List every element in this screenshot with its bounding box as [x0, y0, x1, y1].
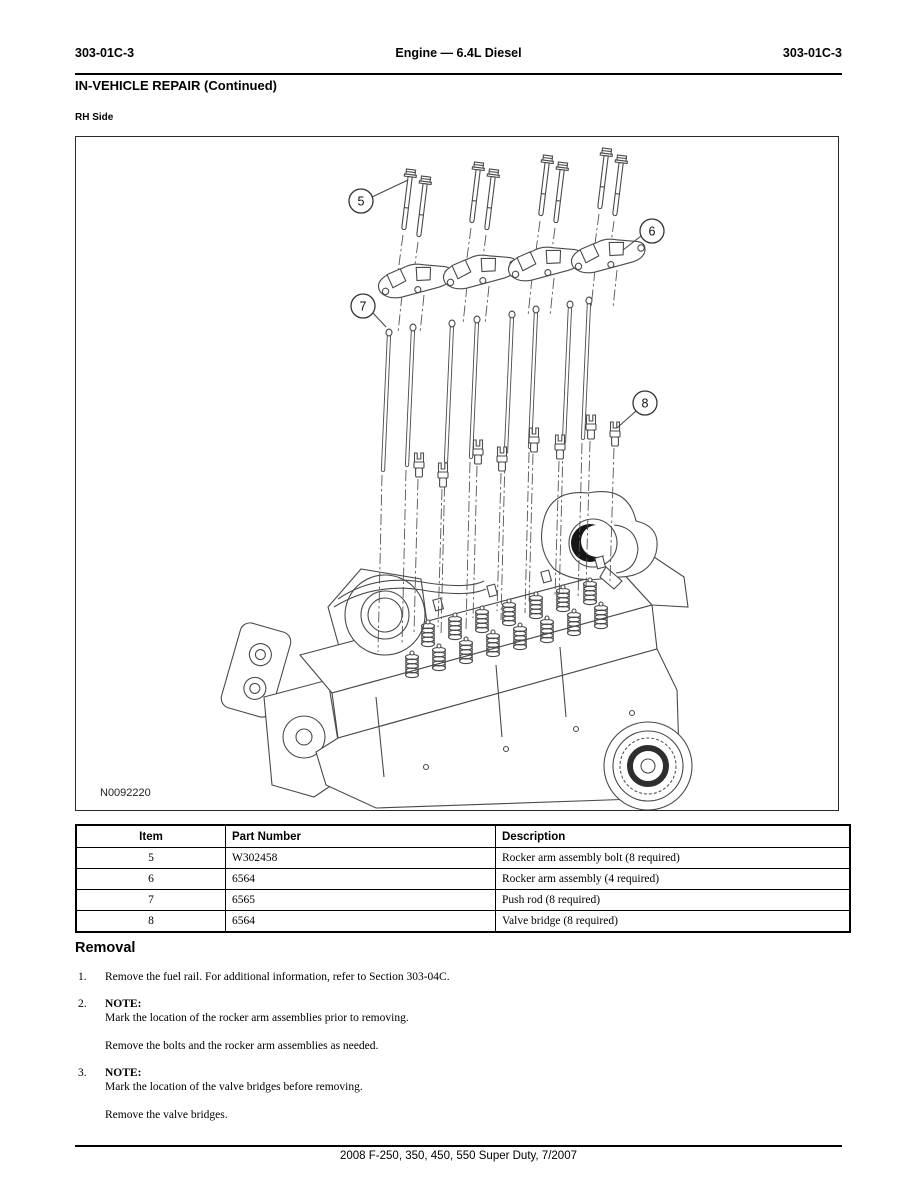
footer-rule	[75, 1145, 842, 1147]
table-row: 8 6564 Valve bridge (8 required)	[75, 910, 851, 933]
header-title: Engine — 6.4L Diesel	[395, 46, 522, 60]
callout-5-label: 5	[358, 195, 365, 209]
removal-step-2: 2. NOTE: Mark the location of the rocker…	[75, 997, 842, 1053]
cell-description: Valve bridge (8 required)	[495, 910, 851, 933]
step-text: Mark the location of the rocker arm asse…	[105, 1012, 409, 1024]
step-text: Mark the location of the valve bridges b…	[105, 1081, 363, 1093]
step-number: 3.	[78, 1067, 87, 1079]
cell-part-number: 6564	[225, 910, 496, 933]
callout-8: 8	[616, 390, 658, 429]
figure-caption: RH Side	[75, 112, 114, 123]
cell-item: 6	[75, 868, 226, 890]
col-header-item: Item	[75, 824, 226, 848]
step-text: Remove the bolts and the rocker arm asse…	[105, 1040, 379, 1052]
cell-part-number: 6565	[225, 889, 496, 911]
rocker-arm-assemblies	[374, 231, 649, 302]
step-text: Remove the valve bridges.	[105, 1109, 228, 1121]
page-header: 303-01C-3 Engine — 6.4L Diesel 303-01C-3	[75, 46, 842, 60]
step-number: 2.	[78, 998, 87, 1010]
figure-id-label: N0092220	[100, 787, 151, 799]
header-rule	[75, 73, 842, 75]
callout-7: 7	[350, 293, 387, 328]
cell-item: 8	[75, 910, 226, 933]
callout-6-label: 6	[649, 225, 656, 239]
figure-box: 5 6 7 8 N0092220	[75, 136, 839, 811]
parts-table: Item Part Number Description 5 W302458 R…	[75, 824, 851, 933]
engine-illustration	[220, 491, 693, 811]
step-text: Remove the fuel rail. For additional inf…	[105, 971, 450, 983]
cell-description: Rocker arm assembly (4 required)	[495, 868, 851, 890]
header-section-left: 303-01C-3	[75, 46, 135, 60]
rocker-arm-bolts	[397, 147, 629, 238]
removal-step-3: 3. NOTE: Mark the location of the valve …	[75, 1066, 842, 1122]
note-label: NOTE:	[105, 1067, 142, 1079]
parts-table-header-row: Item Part Number Description	[75, 824, 851, 848]
engine-diagram: 5 6 7 8 N0092220	[100, 147, 693, 811]
step-number: 1.	[78, 971, 87, 983]
header-section-right: 303-01C-3	[782, 46, 842, 60]
table-row: 5 W302458 Rocker arm assembly bolt (8 re…	[75, 847, 851, 869]
callout-5: 5	[348, 179, 409, 214]
cell-part-number: 6564	[225, 868, 496, 890]
cell-description: Rocker arm assembly bolt (8 required)	[495, 847, 851, 869]
callout-8-label: 8	[642, 397, 649, 411]
removal-heading: Removal	[75, 940, 136, 956]
callout-7-label: 7	[360, 300, 367, 314]
removal-section: Removal 1. Remove the fuel rail. For add…	[75, 940, 842, 1135]
table-row: 6 6564 Rocker arm assembly (4 required)	[75, 868, 851, 890]
footer-text: 2008 F-250, 350, 450, 550 Super Duty, 7/…	[340, 1150, 577, 1162]
cell-part-number: W302458	[225, 847, 496, 869]
col-header-description: Description	[495, 824, 851, 848]
removal-step-1: 1. Remove the fuel rail. For additional …	[75, 970, 842, 984]
col-header-part-number: Part Number	[225, 824, 496, 848]
table-row: 7 6565 Push rod (8 required)	[75, 889, 851, 911]
section-subtitle: IN-VEHICLE REPAIR (Continued)	[75, 78, 277, 93]
cell-item: 5	[75, 847, 226, 869]
cell-description: Push rod (8 required)	[495, 889, 851, 911]
projection-lines	[377, 213, 618, 653]
callout-6: 6	[622, 218, 665, 251]
note-label: NOTE:	[105, 998, 142, 1010]
cell-item: 7	[75, 889, 226, 911]
